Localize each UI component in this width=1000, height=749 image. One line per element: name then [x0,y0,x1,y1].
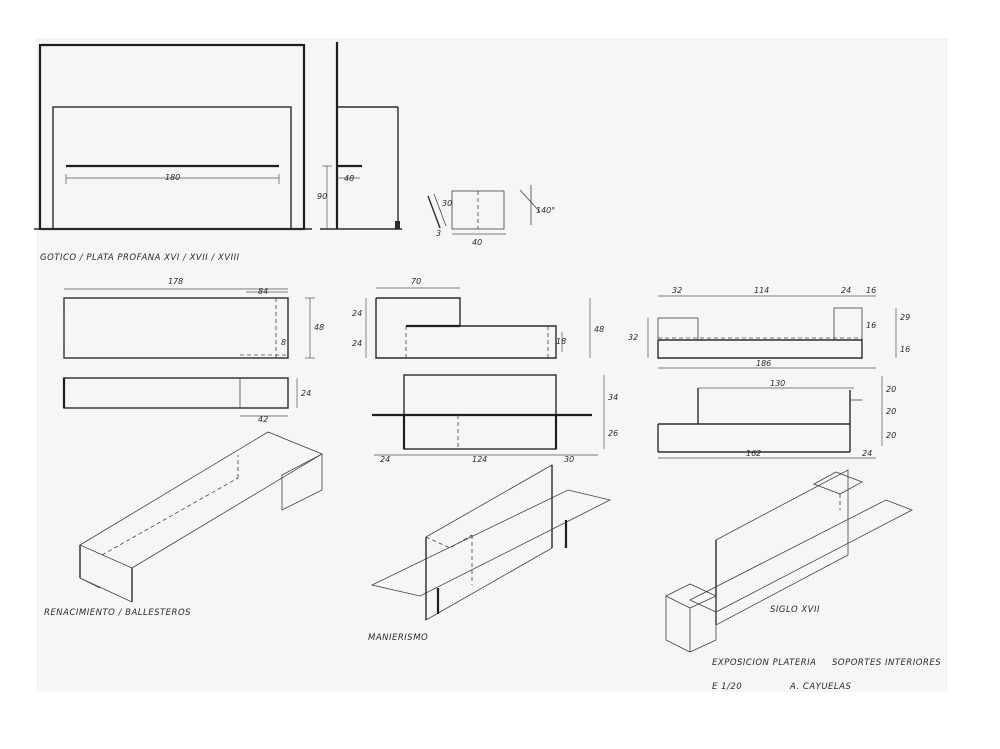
caption-mannerism: MANIERISMO [368,633,428,643]
dim-s-base: 162 [746,449,761,458]
dim-man-p2: 26 [608,429,618,438]
title-exhibition: EXPOSICION PLATERIA [712,658,816,668]
gothic-front-elevation [34,43,312,231]
dim-ren-height: 48 [314,323,324,332]
dim-ren-depth: 24 [301,389,311,398]
gothic-side-elevation [320,42,402,230]
dim-gothic-width: 180 [165,173,180,182]
dim-s-h1: 29 [900,313,910,322]
dim-detail-height: 30 [442,199,452,208]
mannerism-elevation [372,374,605,456]
dim-detail-angle: 140° [536,206,555,215]
dim-ren-small: 8 [281,338,286,347]
dim-s-w1: 32 [672,286,682,295]
dim-s-w3: 24 [841,286,851,295]
dim-s-total: 186 [756,359,771,368]
seventeenth-elevation [657,376,883,459]
dim-s-h2: 16 [866,321,876,330]
dim-man-top: 70 [411,277,421,286]
mannerism-plan [365,287,591,359]
dim-detail-thickness: 3 [436,229,441,238]
dim-man-height: 48 [594,325,604,334]
dim-man-h2: 24 [352,339,362,348]
dim-ren-width: 178 [168,277,183,286]
dim-s-w2: 114 [754,286,769,295]
dim-s-end: 24 [862,449,872,458]
dim-ren-leg: 42 [258,415,268,424]
dim-man-w1: 24 [380,455,390,464]
dim-man-w3: 30 [564,455,574,464]
dim-man-w2: 124 [472,455,487,464]
dim-s-p2: 20 [886,407,896,416]
dim-gothic-side: 48 [344,174,354,183]
dim-s-inner: 130 [770,379,785,388]
caption-seventeenth: SIGLO XVII [770,605,820,615]
dim-man-h1: 24 [352,309,362,318]
dim-s-h3: 16 [900,345,910,354]
title-author: A. CAYUELAS [789,682,851,692]
dim-s-side: 32 [628,333,638,342]
caption-renaissance: RENACIMIENTO / BALLESTEROS [44,608,191,618]
dim-gothic-height: 90 [317,192,327,201]
seventeenth-isometric [665,469,913,653]
title-scale: E 1/20 [712,682,742,692]
mannerism-isometric [370,464,612,621]
dim-ren-inset: 84 [258,287,268,296]
seventeenth-plan [647,295,897,369]
dim-s-p3: 20 [886,431,896,440]
renaissance-isometric [79,431,323,603]
dim-man-p1: 34 [608,393,618,402]
gothic-detail [427,185,541,235]
title-furniture: SOPORTES INTERIORES [832,658,941,668]
dim-s-p1: 20 [886,385,896,394]
dim-detail-width: 40 [472,238,482,247]
dim-man-step: 18 [556,337,566,346]
renaissance-elevation [62,377,298,417]
renaissance-plan [63,288,315,359]
caption-gothic: GOTICO / PLATA PROFANA XVI / XVII / XVII… [40,253,240,263]
dim-s-w4: 16 [866,286,876,295]
